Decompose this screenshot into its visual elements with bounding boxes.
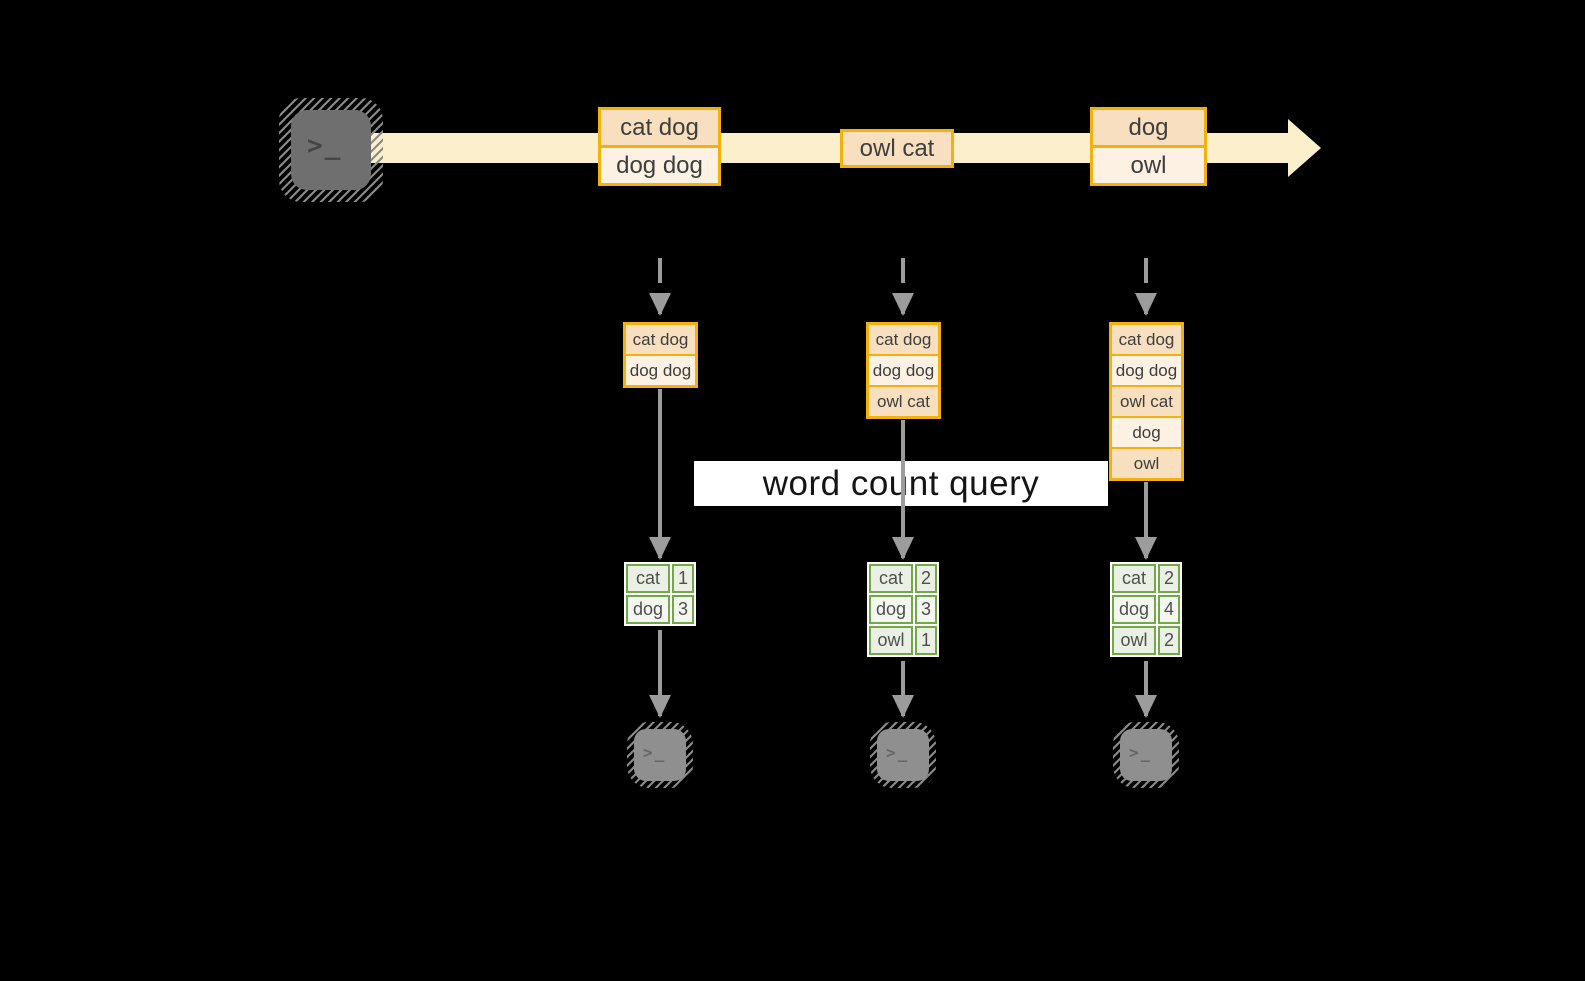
state-record: owl — [1112, 449, 1181, 478]
count-word-cell: cat — [1112, 564, 1156, 593]
state-record: cat dog — [626, 325, 695, 354]
count-word-cell: cat — [869, 564, 913, 593]
stream-arrow-head-icon — [1288, 119, 1321, 177]
sink-terminal-icon-3: >_ — [1113, 722, 1179, 788]
state-record: dog — [1112, 418, 1181, 447]
count-value-cell: 3 — [915, 595, 937, 624]
terminal-screen: >_ — [1120, 729, 1172, 781]
state-record: owl cat — [869, 387, 938, 416]
count-word-cell: owl — [869, 626, 913, 655]
query-banner-label: word count query — [762, 463, 1040, 503]
terminal-prompt-glyph: >_ — [1129, 743, 1153, 762]
state-record: dog dog — [1112, 356, 1181, 385]
terminal-screen: >_ — [877, 729, 929, 781]
state-box-1: cat dog dog dog — [623, 322, 698, 388]
state-box-2: cat dog dog dog owl cat — [866, 322, 941, 419]
stream-event-box-2: owl cat — [840, 129, 954, 168]
state-record: owl cat — [1112, 387, 1181, 416]
state-record: cat dog — [1112, 325, 1181, 354]
terminal-screen: >_ — [291, 110, 371, 190]
sink-terminal-icon-1: >_ — [627, 722, 693, 788]
state-box-3: cat dog dog dog owl cat dog owl — [1109, 322, 1184, 481]
count-value-cell: 2 — [915, 564, 937, 593]
count-value-cell: 1 — [672, 564, 694, 593]
state-record: dog dog — [626, 356, 695, 385]
stream-event-record: owl — [1093, 148, 1204, 183]
terminal-screen: >_ — [634, 729, 686, 781]
count-value-cell: 3 — [672, 595, 694, 624]
count-value-cell: 2 — [1158, 564, 1180, 593]
count-table-3: cat 2 dog 4 owl 2 — [1110, 562, 1182, 657]
count-value-cell: 1 — [915, 626, 937, 655]
stream-event-record: dog dog — [601, 148, 718, 183]
count-word-cell: dog — [869, 595, 913, 624]
state-record: cat dog — [869, 325, 938, 354]
source-terminal-icon: >_ — [279, 98, 383, 202]
stream-event-box-1: cat dog dog dog — [598, 107, 721, 186]
terminal-prompt-glyph: >_ — [886, 743, 910, 762]
count-word-cell: cat — [626, 564, 670, 593]
state-record: dog dog — [869, 356, 938, 385]
stream-event-record: cat dog — [601, 110, 718, 145]
sink-terminal-icon-2: >_ — [870, 722, 936, 788]
count-value-cell: 2 — [1158, 626, 1180, 655]
stream-event-record: owl cat — [843, 132, 951, 165]
stream-event-box-3: dog owl — [1090, 107, 1207, 186]
count-word-cell: owl — [1112, 626, 1156, 655]
stream-event-record: dog — [1093, 110, 1204, 145]
count-value-cell: 4 — [1158, 595, 1180, 624]
count-table-1: cat 1 dog 3 — [624, 562, 696, 626]
count-table-2: cat 2 dog 3 owl 1 — [867, 562, 939, 657]
terminal-prompt-glyph: >_ — [643, 743, 667, 762]
terminal-prompt-glyph: >_ — [307, 131, 343, 161]
count-word-cell: dog — [1112, 595, 1156, 624]
count-word-cell: dog — [626, 595, 670, 624]
